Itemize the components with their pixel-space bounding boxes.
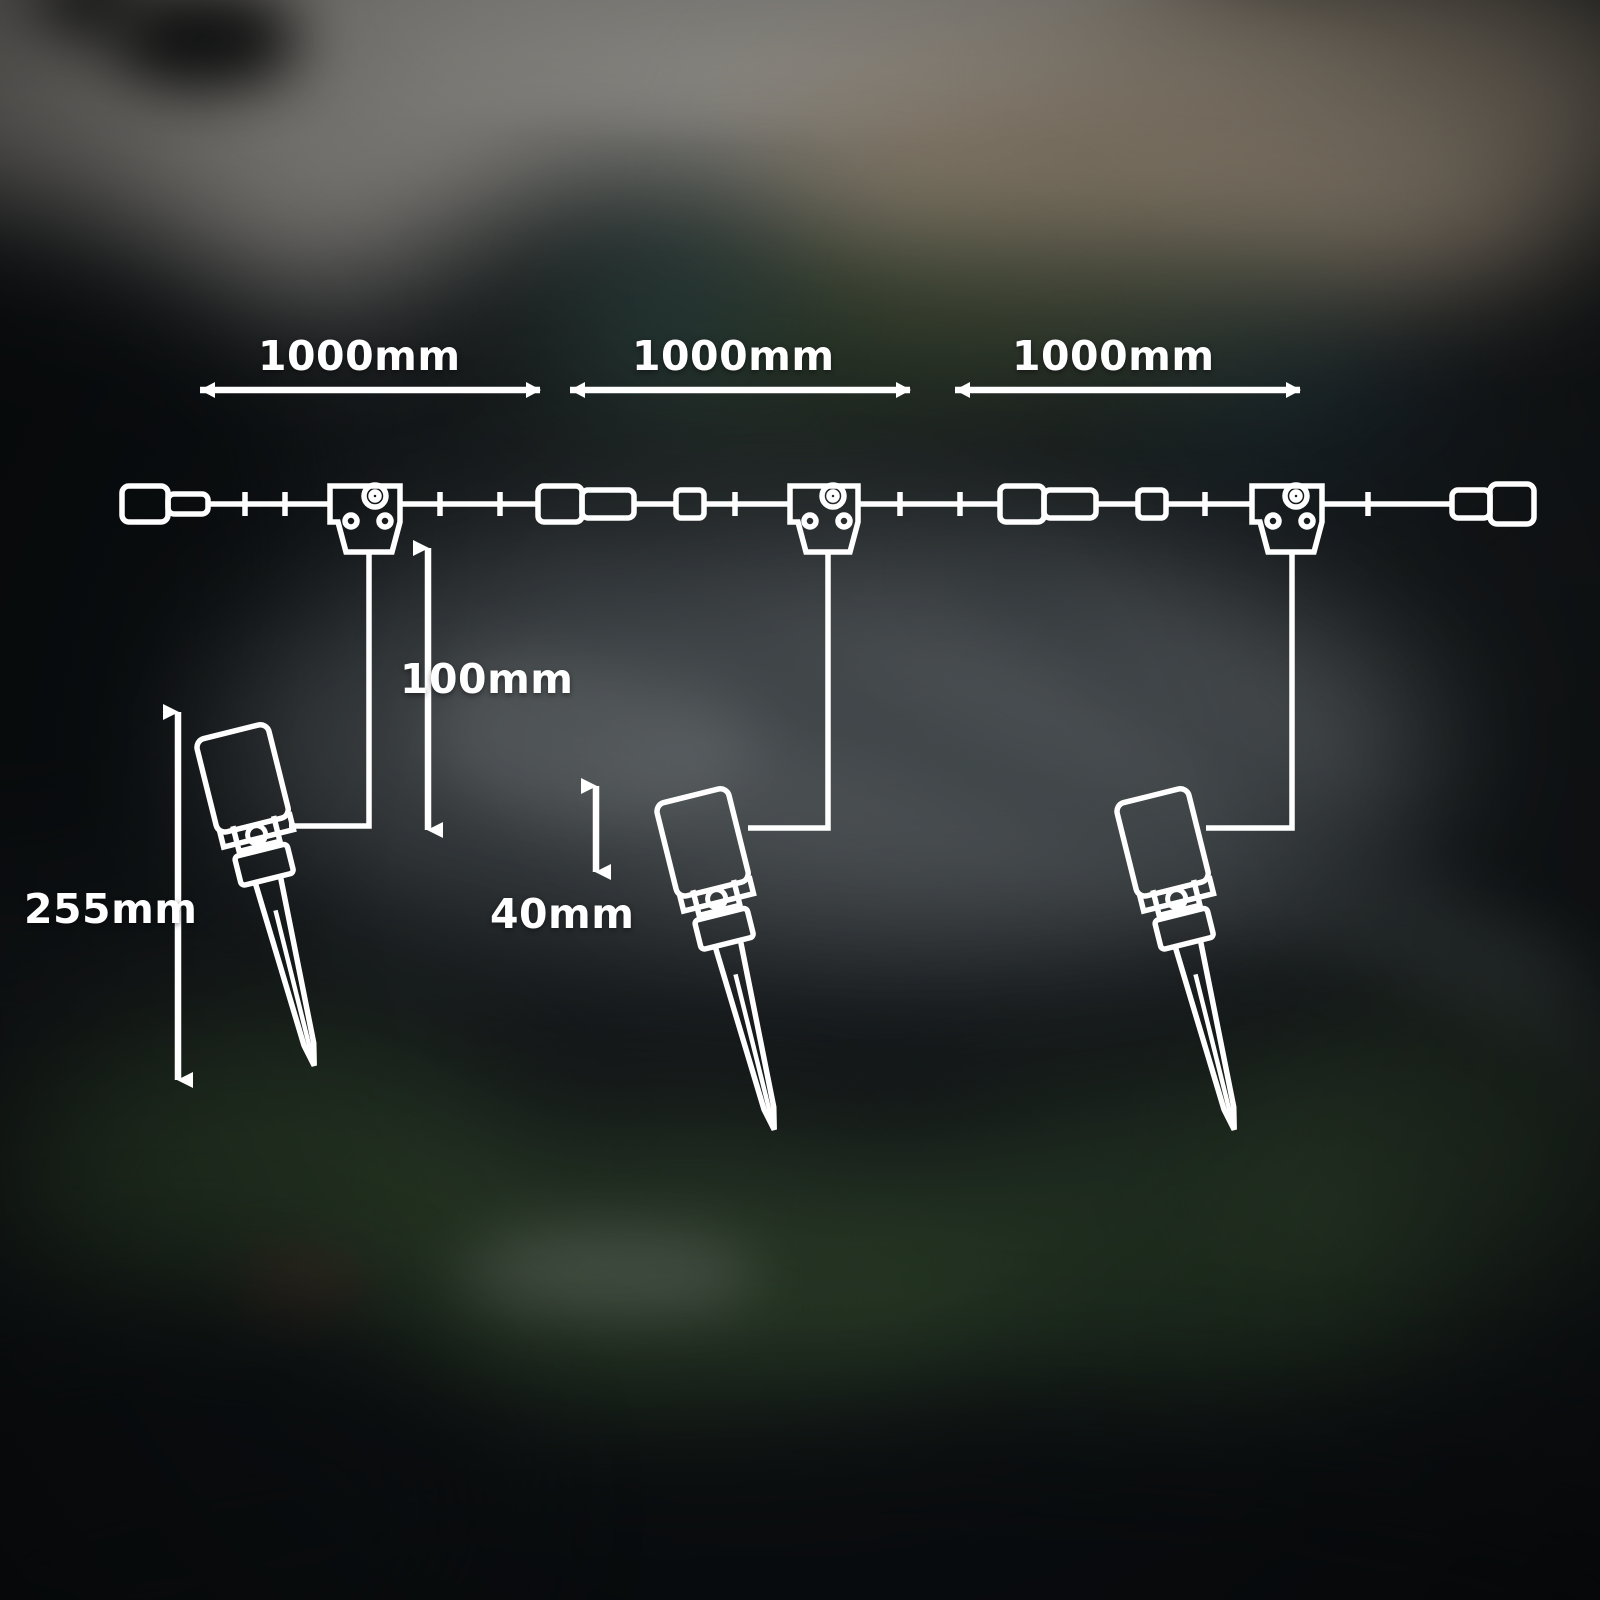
cable-end-left (119, 483, 211, 525)
spike-light-1 (195, 723, 350, 1075)
spike-light-2 (655, 787, 810, 1139)
inline-connector-2 (997, 483, 1169, 525)
dimension-label-drop-100: 100mm (400, 655, 574, 703)
main-cable-run (119, 481, 1537, 555)
t-connector-1 (327, 482, 403, 555)
drop-cable-3 (1206, 552, 1295, 831)
dimension-label-span-3: 1000mm (1012, 332, 1215, 380)
dimension-label-depth-40: 40mm (490, 890, 635, 938)
inline-connector-1 (535, 483, 707, 525)
dimension-label-span-2: 1000mm (632, 332, 835, 380)
dimension-label-span-1: 1000mm (258, 332, 461, 380)
t-connector-2 (787, 482, 861, 555)
t-connector-3 (1249, 482, 1325, 555)
cable-end-right (1449, 481, 1537, 527)
drop-cable-2 (748, 552, 831, 831)
drop-cable-1 (289, 552, 372, 829)
spike-light-3 (1115, 787, 1270, 1139)
dimension-label-height-255: 255mm (24, 885, 198, 933)
